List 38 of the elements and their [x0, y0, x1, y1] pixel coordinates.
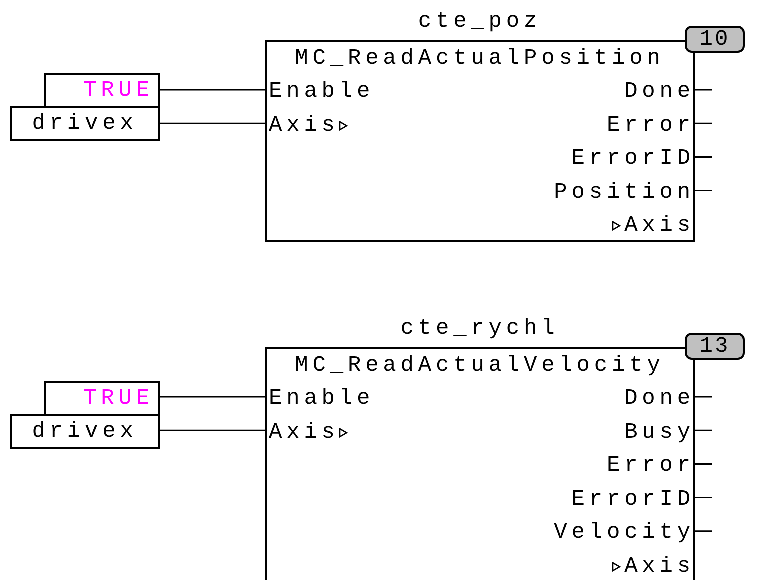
output-pin-label: Position: [554, 182, 695, 204]
block-type-name: MC_ReadActualPosition: [295, 48, 665, 70]
output-pin-label: Axis: [624, 215, 695, 238]
output-pin-label: Busy: [624, 422, 695, 444]
connector-line: [160, 430, 265, 432]
input-pin-label: Enable: [269, 388, 375, 410]
output-stub-line: [695, 396, 712, 398]
output-stub-line: [695, 463, 712, 465]
connector-line: [160, 89, 265, 91]
output-pin-label: Done: [624, 388, 695, 410]
output-stub-line: [695, 430, 712, 432]
instance-name: cte_rychl: [400, 318, 560, 340]
output-pin-label: ErrorID: [572, 148, 695, 170]
variable-box: TRUE: [44, 73, 160, 108]
network-number-badge: 13: [685, 333, 745, 360]
output-pin-label: Velocity: [554, 522, 695, 544]
input-pin-label: Enable: [269, 81, 375, 103]
output-stub-line: [695, 156, 712, 158]
connector-line: [160, 396, 265, 398]
network-number-badge: 10: [685, 26, 745, 53]
variable-box: drivex: [10, 106, 160, 141]
block-type-name: MC_ReadActualVelocity: [295, 355, 665, 377]
output-stub-line: [695, 497, 712, 499]
output-pin-label: Error: [606, 114, 695, 137]
input-pin-label: Axis: [269, 422, 340, 444]
variable-box: drivex: [10, 414, 160, 449]
variable-box: TRUE: [44, 381, 160, 416]
connector-line: [160, 122, 265, 124]
output-stub-line: [695, 530, 712, 532]
output-stub-line: [695, 89, 712, 91]
output-pin-label: Error: [606, 455, 695, 478]
output-pin-label: Done: [624, 81, 695, 103]
output-pin-label: ErrorID: [572, 488, 695, 511]
output-pin-label: Axis: [624, 556, 695, 578]
input-pin-label: Axis: [269, 114, 340, 137]
output-stub-line: [695, 190, 712, 192]
output-stub-line: [695, 122, 712, 124]
instance-name: cte_poz: [418, 11, 542, 33]
